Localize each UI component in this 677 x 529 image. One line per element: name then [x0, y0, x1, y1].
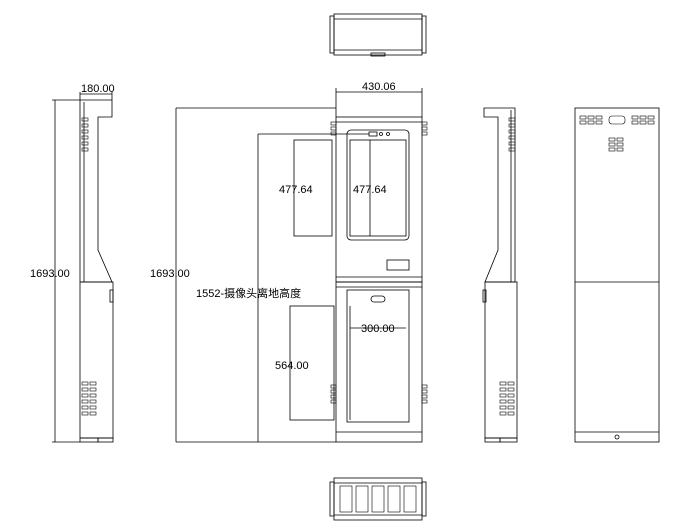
- dim-width-side: 180.00: [81, 83, 115, 95]
- side-view-left: [52, 92, 114, 443]
- bottom-view: [329, 477, 427, 521]
- dim-height-front: 1693.00: [150, 268, 190, 280]
- dim-height-side: 1693.00: [30, 268, 70, 280]
- dim-width-front: 430.06: [362, 81, 396, 93]
- dim-lower-height: 564.00: [275, 360, 309, 372]
- dim-camera-height: 1552-摄像头离地高度: [196, 286, 301, 300]
- dim-screen-right: 477.64: [353, 184, 387, 196]
- dim-lower-width: 300.00: [361, 323, 395, 335]
- front-view: [175, 88, 428, 443]
- back-view: [574, 107, 660, 443]
- top-view: [329, 13, 427, 57]
- side-view-right: [482, 107, 518, 443]
- dim-screen-left: 477.64: [279, 184, 313, 196]
